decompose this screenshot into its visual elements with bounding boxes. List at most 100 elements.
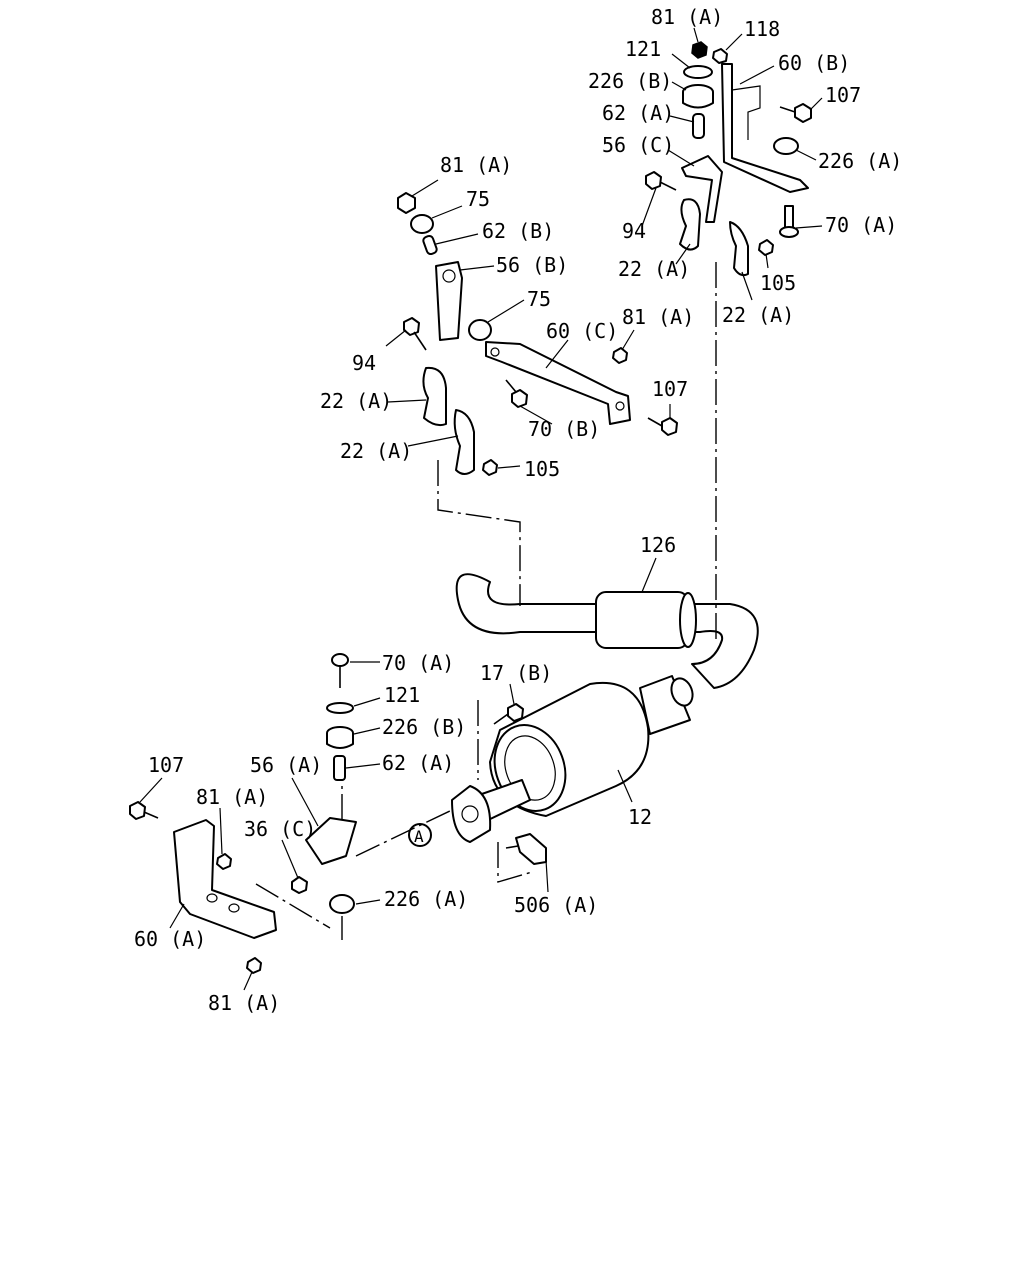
clamp-22a-upper-right [729, 221, 749, 277]
washer-121-lower [326, 702, 354, 714]
leader-70b [519, 405, 553, 425]
leader-22a-mid-left [387, 399, 427, 403]
callout-a-circle [408, 823, 432, 847]
leader-62a [669, 115, 695, 123]
bracket-60c-hole-left [490, 347, 500, 357]
nut-36c [291, 876, 308, 894]
leader-94 [641, 187, 657, 227]
leader-81a-mid [411, 179, 439, 197]
clamp-22a-middle-left [422, 366, 447, 427]
leader-126 [641, 557, 657, 593]
nut-81a-middle-right [612, 347, 628, 364]
leader-107 [809, 97, 823, 111]
label-107-lower: 107 [148, 753, 184, 777]
bolt-107-middle-shank [647, 417, 663, 427]
collar-62a-lower [333, 755, 346, 781]
nut-81a-lower-right [216, 853, 232, 870]
upper-right-hanger-group [645, 41, 812, 277]
bolt-70b-head [511, 389, 528, 408]
label-56b: 56 (B) [496, 253, 568, 277]
label-22a-upper-left: 22 (A) [618, 257, 690, 281]
label-107-upper: 107 [825, 83, 861, 107]
bolt-94-upper-shank [659, 181, 677, 191]
leader-226a-lower [355, 899, 381, 905]
label-75-lower: 75 [527, 287, 551, 311]
leader-70a [795, 225, 823, 229]
nut-105-middle [482, 459, 498, 476]
bracket-60c [485, 341, 631, 425]
nut-81a-upper-right [691, 41, 708, 59]
label-118: 118 [744, 17, 780, 41]
leader-22a-upper-left [675, 243, 691, 265]
center-pipe-126-resonator-end [679, 592, 697, 648]
label-56a: 56 (A) [250, 753, 322, 777]
bracket-60b-flange [731, 85, 761, 140]
bracket-56b-hole [442, 269, 456, 283]
leader-62a-lower [345, 763, 381, 769]
center-pipe-126-group [455, 573, 759, 689]
leader-60c [545, 339, 569, 369]
label-60a: 60 (A) [134, 927, 206, 951]
label-107-middle: 107 [652, 377, 688, 401]
leader-226b [671, 81, 687, 91]
leader-94-mid [385, 329, 407, 347]
label-81a-upper: 81 (A) [651, 5, 723, 29]
label-105-middle: 105 [524, 457, 560, 481]
muffler-12-front-inner [504, 735, 556, 801]
bracket-60a-hole-1 [206, 893, 218, 903]
bolt-17b-head [507, 703, 524, 722]
bolt-94-middle-head [403, 317, 420, 336]
bolt-107-middle-head [661, 417, 678, 436]
leader-12 [617, 769, 633, 803]
bracket-56c [681, 155, 723, 223]
rubber-226a-upper [773, 137, 799, 155]
label-121-lower: 121 [384, 683, 420, 707]
leader-105-upper [765, 253, 769, 269]
leader-226b-lower [353, 727, 381, 735]
bracket-60c-hole-right [615, 401, 625, 411]
label-94-upper: 94 [622, 219, 646, 243]
collar-62a-upper [692, 113, 705, 139]
leader-17b [509, 683, 515, 705]
label-94-middle: 94 [352, 351, 376, 375]
label-62a-upper: 62 (A) [602, 101, 674, 125]
leader-81a-upper [693, 27, 699, 43]
bolt-70a-upper-shank [784, 205, 794, 229]
leader-60a [169, 903, 185, 929]
center-pipe-126 [455, 573, 601, 635]
label-81a-lower-bottom: 81 (A) [208, 991, 280, 1015]
label-62a-lower: 62 (A) [382, 751, 454, 775]
collar-62b [422, 234, 438, 256]
label-81a-lower-right: 81 (A) [196, 785, 268, 809]
bracket-60a-hole-2 [228, 903, 240, 913]
leader-lines [139, 27, 823, 991]
leader-107-lower [139, 777, 163, 803]
label-81a-middle: 81 (A) [440, 153, 512, 177]
leader-56a [291, 777, 319, 827]
label-226a-upper: 226 (A) [818, 149, 902, 173]
nut-81a-middle-top [397, 192, 416, 214]
bolt-107-upper-head [794, 103, 812, 123]
leader-226a [795, 149, 817, 161]
center-pipe-126-resonator [595, 591, 689, 649]
bolt-70b-shank [505, 379, 517, 393]
bolt-94-upper-head [645, 171, 662, 190]
label-226a-lower: 226 (A) [384, 887, 468, 911]
label-506a: 506 (A) [514, 893, 598, 917]
label-17b: 17 (B) [480, 661, 552, 685]
bolt-107-lower-shank [143, 811, 159, 819]
muffler-12-flange-hole [461, 805, 479, 823]
label-60c: 60 (C) [546, 319, 618, 343]
leader-22a-mid-right [407, 435, 459, 447]
bracket-56b [435, 261, 463, 341]
middle-hanger-group [397, 192, 678, 476]
leader-121 [671, 53, 691, 69]
leader-60b [739, 65, 775, 85]
label-121-upper: 121 [625, 37, 661, 61]
part-labels: 81 (A) 118 121 226 (B) 60 (B) 107 62 (A)… [134, 5, 902, 1015]
muffler-12-group [408, 675, 694, 865]
label-226b-upper: 226 (B) [588, 69, 672, 93]
centerline-a [355, 809, 453, 857]
nut-105-upper [758, 239, 774, 256]
leader-36c [281, 839, 299, 879]
